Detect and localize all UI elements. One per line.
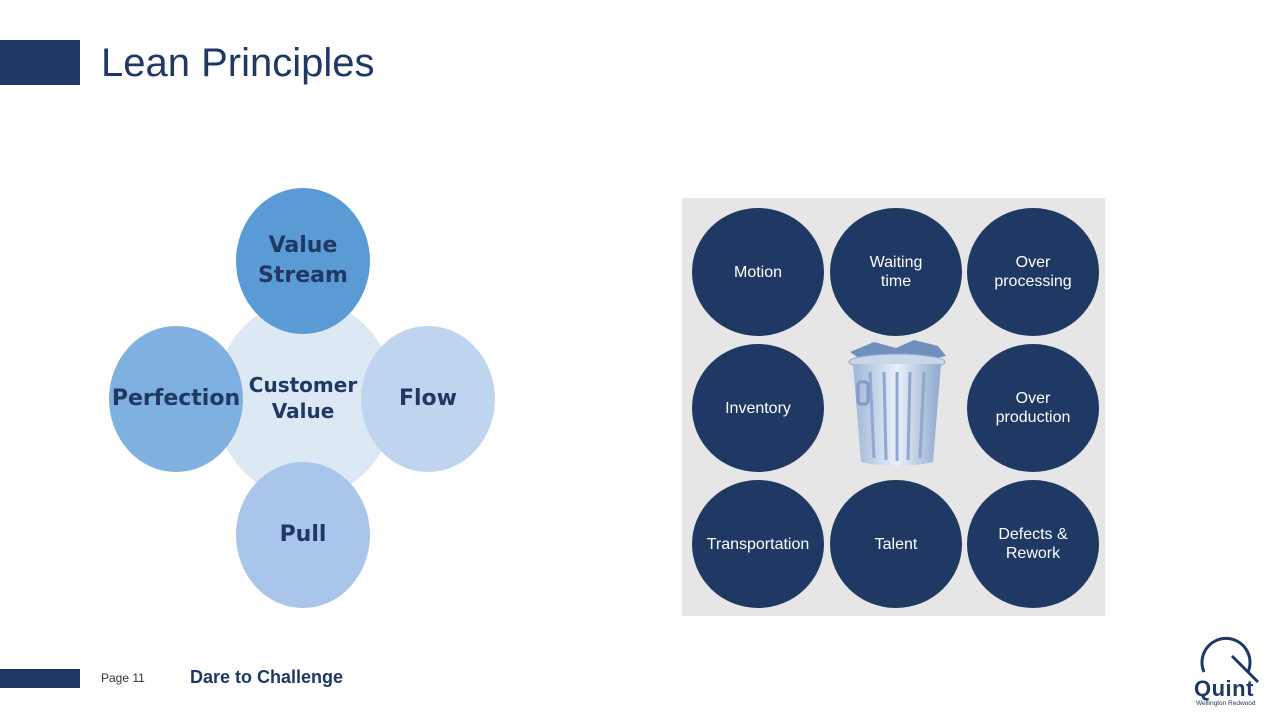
- petal-label: Value Stream: [258, 233, 348, 288]
- petal-value-stream: Value Stream: [236, 188, 370, 334]
- waste-circle: Motion: [692, 208, 824, 336]
- trash-can-icon: [848, 340, 946, 466]
- waste-label: Over processing: [994, 254, 1072, 290]
- waste-label: Transportation: [706, 535, 810, 553]
- waste-label: Waiting time: [869, 254, 923, 290]
- logo-wordmark: Quint: [1194, 676, 1254, 701]
- waste-circle: Over production: [967, 344, 1099, 472]
- waste-circle: Inventory: [692, 344, 824, 472]
- waste-label: Inventory: [725, 399, 791, 417]
- waste-label: Motion: [733, 263, 783, 281]
- quint-logo-icon: [1200, 636, 1260, 684]
- waste-label: Talent: [874, 535, 918, 553]
- petal-label: Flow: [398, 386, 457, 411]
- petal-flow: Flow: [361, 326, 495, 472]
- petal-label: Perfection: [111, 386, 241, 411]
- petal-perfection: Perfection: [109, 326, 243, 472]
- waste-circle: Defects & Rework: [967, 480, 1099, 608]
- petal-label: Pull: [279, 522, 327, 547]
- footer-accent-bar: [0, 669, 80, 688]
- waste-circle: Talent: [830, 480, 962, 608]
- center-label: Customer Value: [248, 373, 358, 423]
- petal-pull: Pull: [236, 462, 370, 608]
- waste-circle: Over processing: [967, 208, 1099, 336]
- waste-circle: Transportation: [692, 480, 824, 608]
- logo-subtitle: Wellington Redwood: [1196, 700, 1256, 707]
- waste-circle: Waiting time: [830, 208, 962, 336]
- waste-label: Over production: [995, 390, 1071, 426]
- page-title: Lean Principles: [101, 41, 375, 85]
- page-number: Page 11: [101, 671, 145, 685]
- waste-label: Defects & Rework: [998, 526, 1068, 562]
- lean-principles-diagram: Value Stream Perfection Flow Pull Custom…: [109, 188, 495, 608]
- tagline: Dare to Challenge: [190, 667, 344, 687]
- title-accent-bar: [0, 40, 80, 85]
